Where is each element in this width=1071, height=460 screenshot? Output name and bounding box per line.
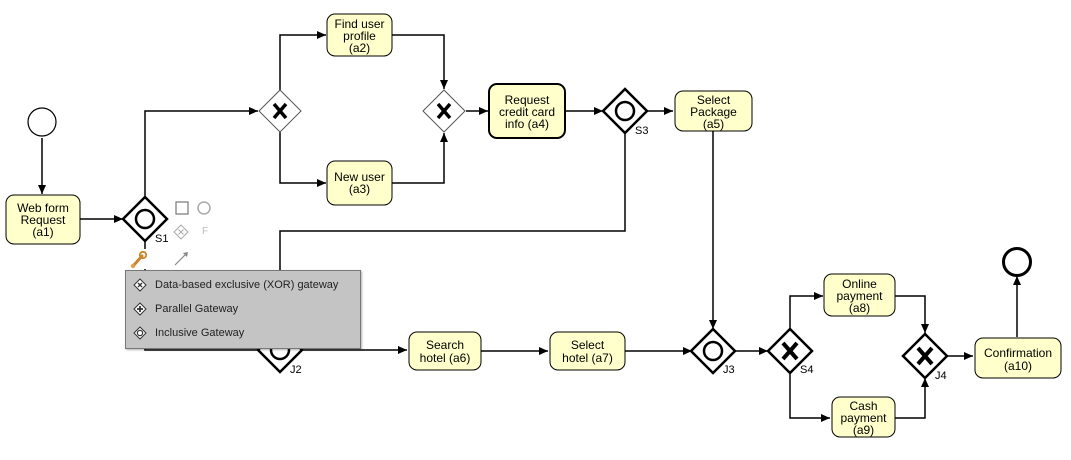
gateway-j3[interactable] — [689, 327, 737, 375]
gateway-type-popup-menu: Data-based exclusive (XOR) gateway Paral… — [125, 270, 361, 349]
gateway-s3-label: S3 — [635, 125, 648, 137]
flow-x1-a2[interactable] — [279, 31, 326, 90]
gateway-s1[interactable] — [121, 195, 169, 243]
task-a8[interactable]: Online payment (a8) — [823, 273, 896, 317]
task-a6-line1: Search — [426, 338, 464, 352]
task-a10[interactable]: Confirmation (a10) — [974, 337, 1062, 379]
palette-partial-text: F — [202, 226, 208, 237]
task-a10-line2: (a10) — [1004, 359, 1032, 373]
task-a1-line1: Web form — [17, 201, 69, 215]
context-palette: F — [127, 201, 211, 269]
task-a4-line3: info (a4) — [505, 117, 549, 131]
task-a5-line1: Select — [697, 93, 731, 107]
flow-s3-j2[interactable] — [279, 133, 626, 270]
gateway-j2-label: J2 — [290, 364, 302, 376]
menu-item-label: Inclusive Gateway — [155, 327, 245, 339]
gateway-xor-join[interactable] — [422, 89, 466, 133]
task-a5-line3: (a5) — [703, 117, 724, 131]
gateway-xor-split[interactable] — [258, 89, 302, 133]
task-a2[interactable]: Find user profile (a2) — [326, 13, 393, 57]
menu-item-parallel-gateway[interactable]: Parallel Gateway — [126, 298, 360, 320]
gateway-j3-label: J3 — [723, 364, 735, 376]
task-a1-line3: (a1) — [32, 225, 53, 239]
gateway-j4[interactable] — [901, 332, 949, 380]
task-a2-line3: (a2) — [349, 41, 370, 55]
task-a4-line2: credit card — [499, 105, 555, 119]
task-a6[interactable]: Search hotel (a6) — [408, 331, 482, 371]
menu-item-label: Data-based exclusive (XOR) gateway — [155, 279, 339, 291]
wrench-icon[interactable] — [127, 249, 148, 269]
flow-a9-j4[interactable] — [895, 378, 929, 419]
task-a10-line1: Confirmation — [984, 346, 1052, 360]
menu-item-inclusive-gateway[interactable]: Inclusive Gateway — [126, 322, 360, 344]
task-a1-line2: Request — [21, 213, 66, 227]
flow-a3-x2[interactable] — [392, 133, 448, 184]
task-a2-line2: profile — [343, 29, 376, 43]
task-a7-line1: Select — [571, 338, 605, 352]
task-a7[interactable]: Select hotel (a7) — [549, 331, 626, 371]
task-a1[interactable]: Web form Request (a1) — [5, 194, 81, 245]
flow-a8-j4[interactable] — [895, 295, 929, 333]
flow-s1-x1[interactable] — [144, 107, 258, 197]
parallel-gateway-icon — [133, 302, 147, 316]
task-a9-line1: Cash — [849, 399, 877, 413]
append-end-event-icon[interactable] — [197, 201, 211, 215]
task-a7-line2: hotel (a7) — [562, 351, 613, 365]
gateway-s3[interactable] — [601, 87, 649, 135]
task-a8-line1: Online — [842, 277, 877, 291]
menu-item-xor-gateway[interactable]: Data-based exclusive (XOR) gateway — [126, 274, 360, 296]
append-task-icon[interactable] — [175, 201, 189, 215]
gateway-s1-label: S1 — [155, 233, 168, 245]
append-gateway-icon[interactable] — [173, 224, 189, 240]
flow-s4-a8[interactable] — [789, 292, 823, 329]
task-a5[interactable]: Select Package (a5) — [674, 90, 753, 132]
task-a4-line1: Request — [505, 93, 550, 107]
task-a2-line1: Find user — [334, 17, 384, 31]
inclusive-gateway-icon — [133, 326, 147, 340]
start-event[interactable] — [27, 107, 57, 137]
flow-a2-x2[interactable] — [392, 34, 448, 89]
task-a9-line3: (a9) — [853, 423, 874, 437]
connect-arrow-icon[interactable] — [174, 252, 188, 266]
task-a3-line1: New user — [334, 170, 385, 184]
task-a9[interactable]: Cash payment (a9) — [831, 396, 896, 438]
task-a3-line2: (a3) — [349, 182, 370, 196]
task-a9-line2: payment — [840, 411, 887, 425]
flow-x1-a3[interactable] — [279, 132, 326, 187]
gateway-s4[interactable] — [766, 327, 814, 375]
task-a5-line2: Package — [690, 105, 737, 119]
end-event[interactable] — [1002, 247, 1032, 277]
flow-s4-a9[interactable] — [789, 373, 830, 422]
task-a4[interactable]: Request credit card info (a4) — [488, 83, 566, 139]
gateway-s4-label: S4 — [800, 364, 813, 376]
task-a3[interactable]: New user (a3) — [326, 160, 393, 206]
gateway-j4-label: J4 — [935, 370, 947, 382]
task-a6-line2: hotel (a6) — [420, 351, 471, 365]
task-a8-line2: payment — [836, 289, 883, 303]
task-a8-line3: (a8) — [849, 301, 870, 315]
xor-gateway-icon — [133, 278, 147, 292]
menu-item-label: Parallel Gateway — [155, 303, 239, 315]
